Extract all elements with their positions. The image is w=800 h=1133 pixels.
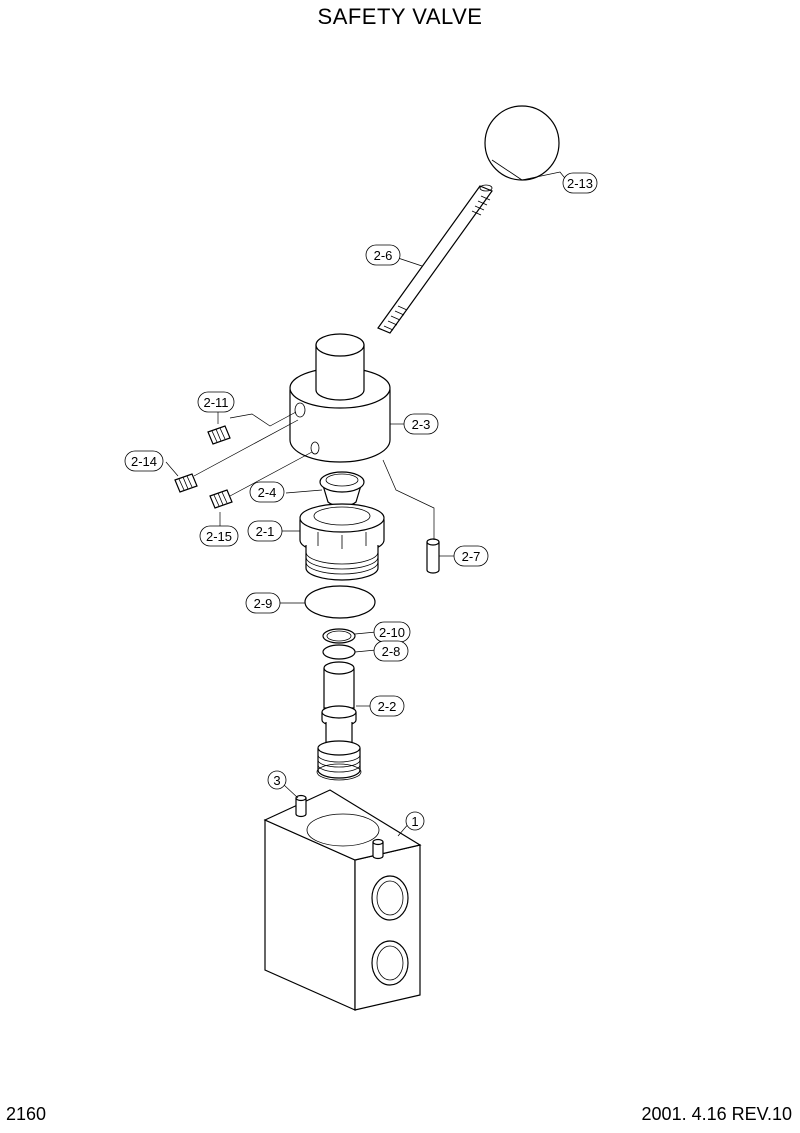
callout-2-6: 2-6 — [365, 244, 401, 266]
part-set-screw-2-14 — [174, 473, 198, 493]
callout-label: 2-9 — [254, 596, 273, 611]
callout-2-13: 2-13 — [562, 172, 598, 194]
page-number: 2160 — [6, 1104, 47, 1124]
callout-2-3: 2-3 — [403, 413, 439, 435]
part-valve-block — [263, 789, 422, 1011]
callout-2-2: 2-2 — [369, 695, 405, 717]
part-lever-rod — [377, 184, 493, 334]
revision-info: 2001. 4.16 REV.10 — [641, 1104, 792, 1124]
callout-label: 1 — [411, 814, 418, 829]
callout-label: 2-1 — [256, 524, 275, 539]
part-hex-body — [299, 503, 385, 581]
callout-label: 2-4 — [258, 485, 277, 500]
part-set-screw-2-15 — [209, 489, 233, 509]
callout-label: 2-3 — [412, 417, 431, 432]
callout-2-8: 2-8 — [373, 640, 409, 662]
callout-label: 2-13 — [567, 176, 593, 191]
callout-label: 2-7 — [462, 549, 481, 564]
part-knob-ball — [484, 105, 560, 181]
callout-2-14: 2-14 — [124, 450, 164, 472]
callout-3: 3 — [267, 770, 287, 790]
part-pin — [426, 538, 440, 574]
callout-2-9: 2-9 — [245, 592, 281, 614]
callout-2-1: 2-1 — [247, 520, 283, 542]
callout-label: 2-15 — [206, 529, 232, 544]
part-valve-cap — [319, 471, 365, 507]
callout-label: 2-8 — [382, 644, 401, 659]
callout-label: 2-14 — [131, 454, 157, 469]
callout-2-7: 2-7 — [453, 545, 489, 567]
callout-2-4: 2-4 — [249, 481, 285, 503]
part-backup-ring — [322, 628, 356, 644]
page-title: SAFETY VALVE — [317, 4, 483, 29]
part-spool — [316, 661, 362, 781]
callout-label: 2-11 — [203, 395, 228, 410]
callout-label: 2-2 — [378, 699, 397, 714]
part-o-ring-large — [304, 585, 376, 619]
part-o-ring-small — [322, 644, 356, 660]
callout-label: 2-6 — [374, 248, 393, 263]
callout-label: 2-10 — [379, 625, 405, 640]
part-valve-housing — [289, 333, 391, 463]
callout-2-15: 2-15 — [199, 525, 239, 547]
callout-2-10: 2-10 — [373, 621, 411, 643]
part-set-screw-2-11 — [207, 425, 231, 445]
callout-1: 1 — [405, 811, 425, 831]
callout-label: 3 — [273, 773, 280, 788]
callout-2-11: 2-11 — [197, 391, 235, 413]
